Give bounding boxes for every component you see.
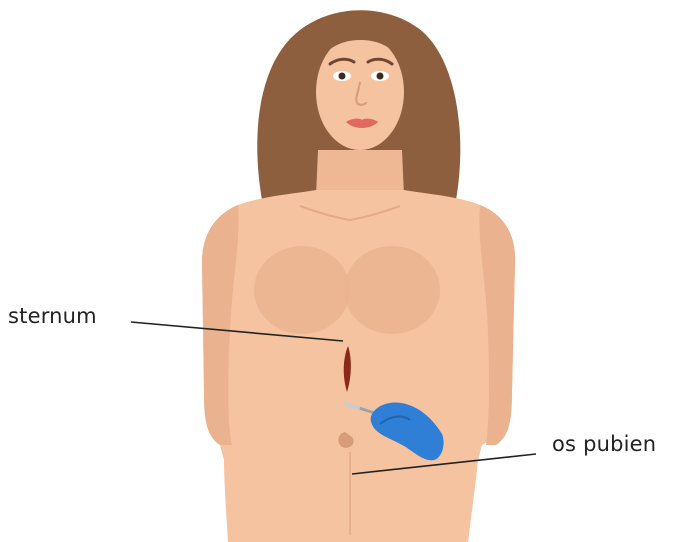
label-sternum: sternum (8, 304, 97, 328)
breast-right (344, 246, 440, 334)
label-pubic-bone: os pubien (552, 432, 656, 456)
torso (202, 190, 515, 542)
face (316, 34, 404, 150)
pupil-right (377, 73, 384, 80)
breast-left (254, 246, 350, 334)
pupil-left (339, 73, 346, 80)
